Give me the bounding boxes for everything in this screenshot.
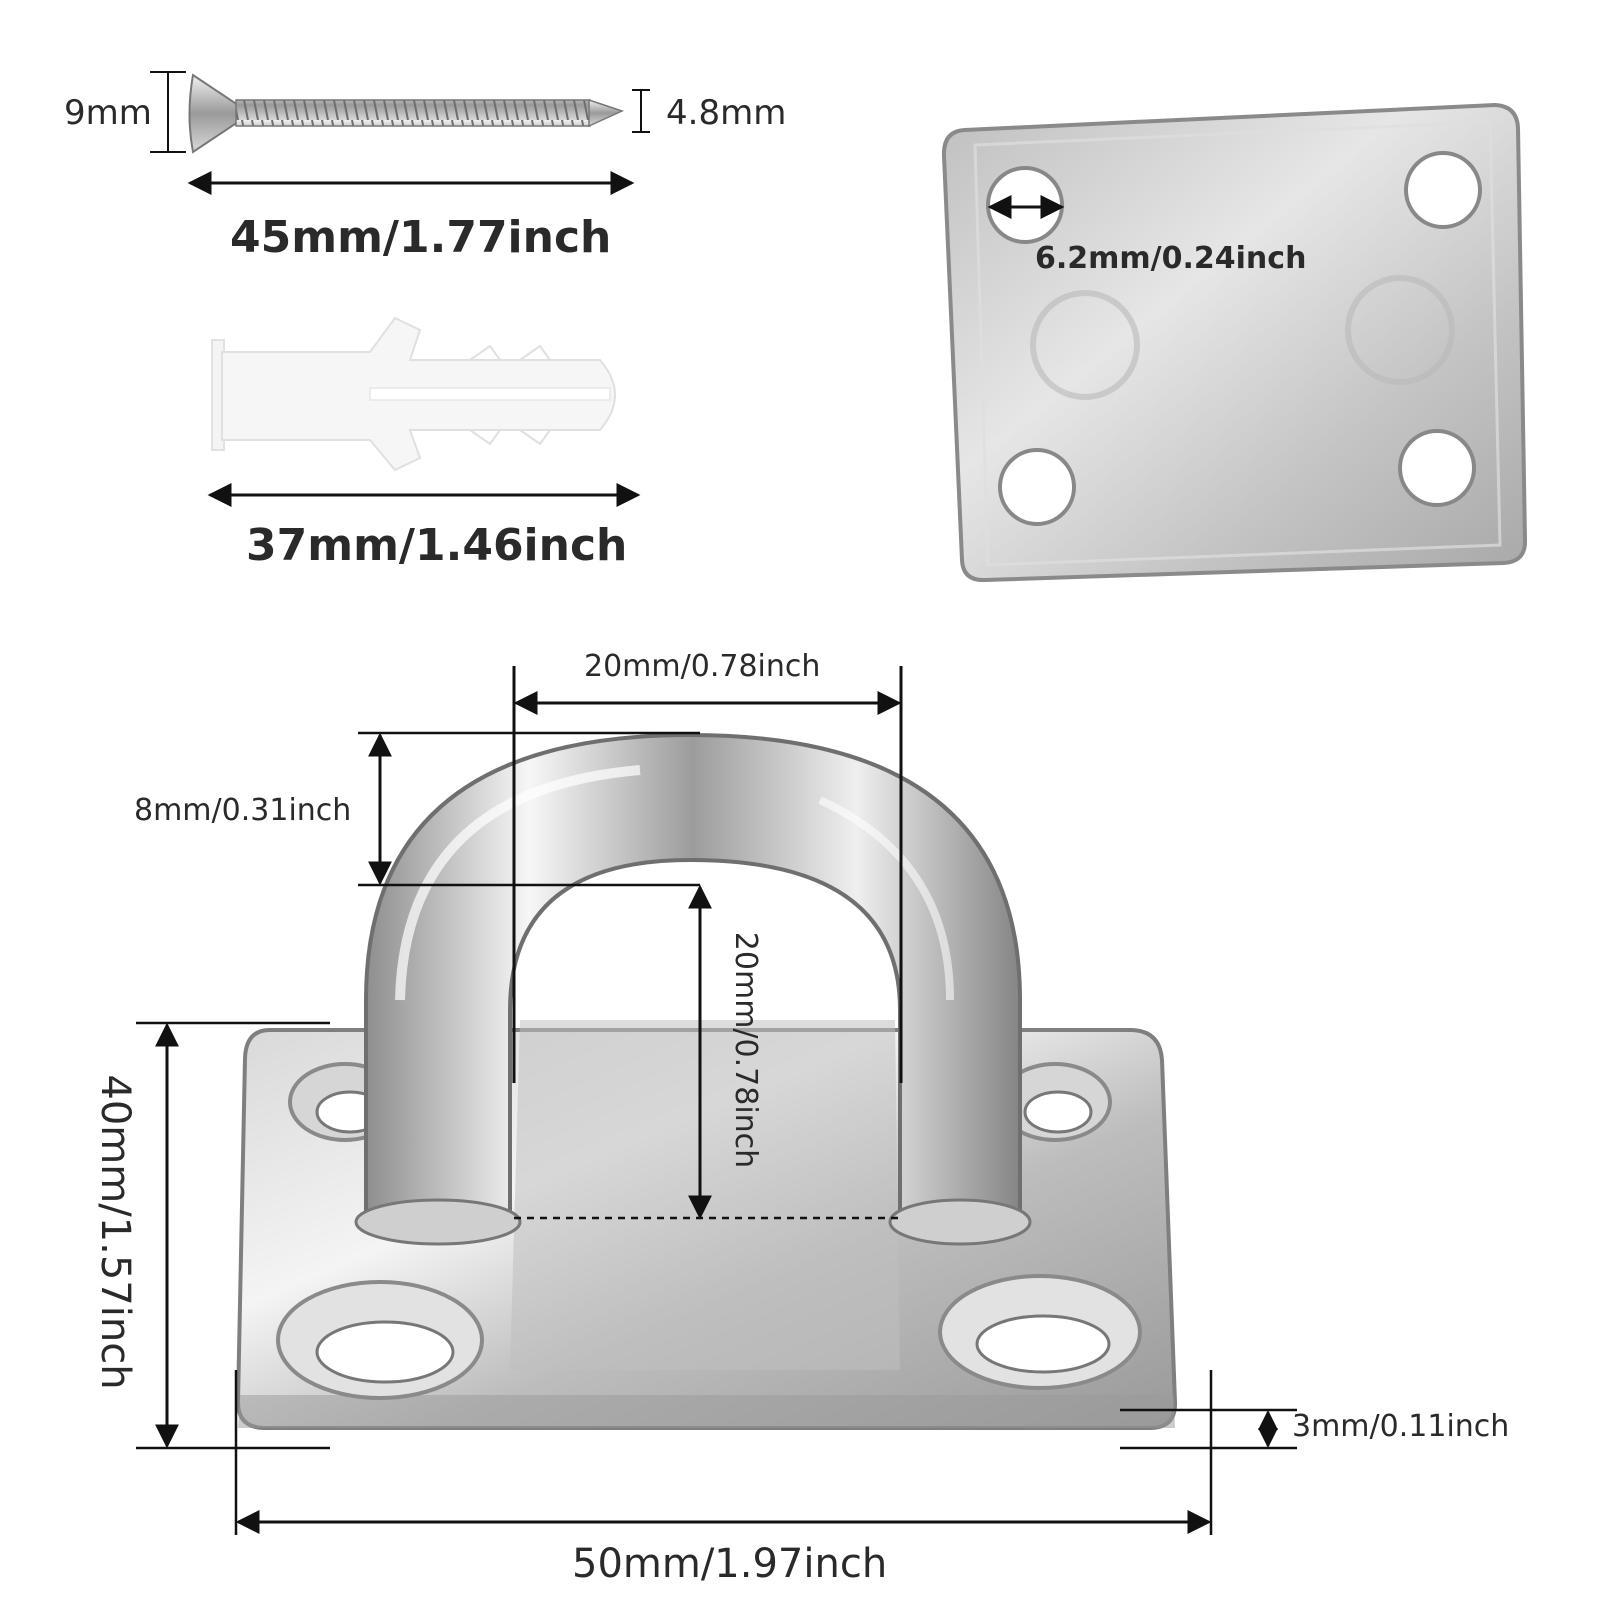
wall-anchor xyxy=(207,316,641,507)
ring-inner-height-label: 20mm/0.78inch xyxy=(728,931,763,1169)
screw xyxy=(150,71,650,195)
screw-length-label: 45mm/1.77inch xyxy=(230,212,612,263)
hole-diameter-label: 6.2mm/0.24inch xyxy=(1035,241,1307,276)
ring-inner-width-label: 20mm/0.78inch xyxy=(584,649,821,684)
back-plate xyxy=(941,102,1528,583)
dimension-lines xyxy=(136,666,1297,1535)
screw-shank-diameter-label: 4.8mm xyxy=(666,93,787,133)
plate-thickness-label: 3mm/0.11inch xyxy=(1292,1409,1510,1444)
screw-head-diameter-label: 9mm xyxy=(64,93,152,133)
ring-thickness-label: 8mm/0.31inch xyxy=(134,793,352,828)
eye-plate xyxy=(235,732,1178,1430)
plate-width-label: 50mm/1.97inch xyxy=(572,1541,888,1587)
plate-height-label: 40mm/1.57inch xyxy=(92,1074,138,1390)
anchor-length-label: 37mm/1.46inch xyxy=(246,520,628,571)
